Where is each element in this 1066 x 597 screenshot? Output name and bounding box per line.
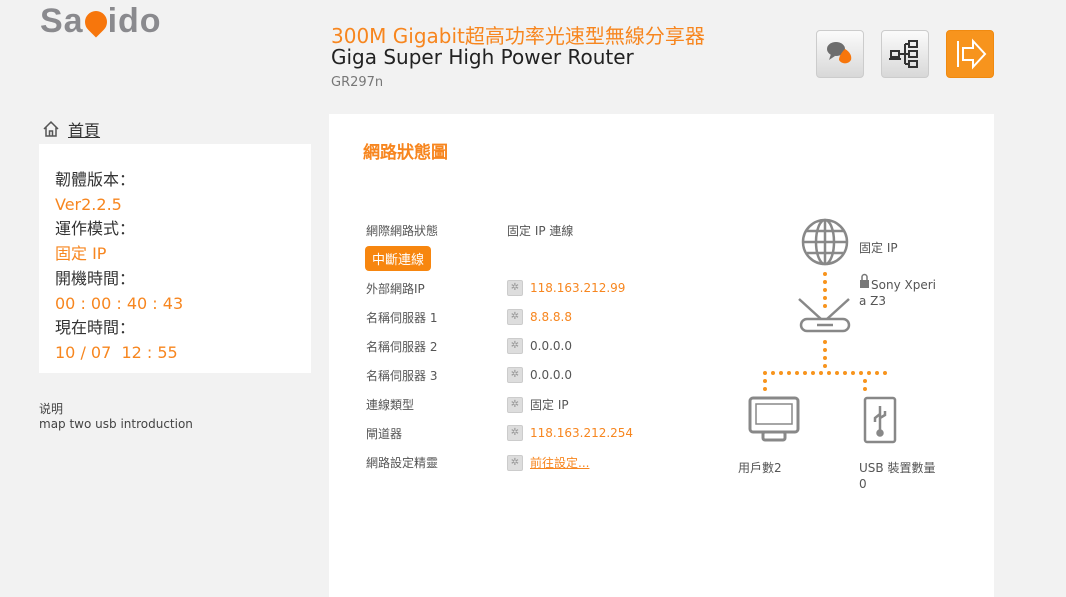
row-value-wrap: ✲ 118.163.212.254 [507,425,633,441]
gear-icon[interactable]: ✲ [507,338,523,354]
ssid-line2: a Z3 [859,294,887,308]
row-label: 網路設定精靈 [366,456,439,470]
gear-icon[interactable]: ✲ [507,367,523,383]
internet-status-label: 網際網路狀態 [366,224,439,238]
globe-icon [801,218,849,266]
current-time-value: 10 / 07 12 : 55 [55,342,178,362]
row-label: 名稱伺服器 2 [366,340,438,354]
logout-button[interactable] [946,30,994,78]
dotted-link [763,272,889,393]
setup-wizard-link[interactable]: 前往設定... [530,456,590,470]
chat-icon [827,42,852,64]
page-title: 網路狀態圖 [363,143,448,163]
network-map-button[interactable] [881,30,929,78]
row-value: 118.163.212.254 [530,426,634,440]
gear-icon[interactable]: ✲ [507,280,523,296]
row-label: 閘道器 [366,427,403,441]
row-label: 外部網路IP [366,282,425,296]
product-title-en: Giga Super High Power Router [331,45,634,69]
help-text: map two usb introduction [39,417,193,431]
gear-icon[interactable]: ✲ [507,425,523,441]
gear-icon[interactable]: ✲ [507,309,523,325]
usb-count-value: 0 [859,477,867,491]
monitor-icon [748,396,800,442]
row-value-wrap: ✲ 8.8.8.8 [507,309,572,325]
help-title: 说明 [39,402,64,416]
system-info-panel: 韌體版本： Ver2.2.5 運作模式： 固定 IP 開機時間： 00 : 00… [39,144,311,373]
row-value-wrap: ✲ 固定 IP [507,396,569,413]
row-value-wrap: ✲ 前往設定... [507,454,589,471]
row-value-wrap: ✲ 118.163.212.99 [507,280,625,296]
chat-button[interactable] [816,30,864,78]
row-label: 名稱伺服器 1 [366,311,438,325]
row-value: 8.8.8.8 [530,310,572,324]
row-label: 連線類型 [366,398,415,412]
router-icon [798,298,851,333]
ssid-line1: Sony Xperi [871,278,936,292]
internet-status-value: 固定 IP 連線 [507,224,574,238]
uptime-label: 開機時間： [55,268,136,288]
disconnect-button[interactable]: 中斷連線 [365,246,432,271]
firmware-label: 韌體版本： [55,170,136,189]
row-value-wrap: ✲ 0.0.0.0 [507,338,572,354]
uptime-value: 00 : 00 : 40 : 43 [55,293,184,313]
client-count: 用戶數2 [738,461,782,475]
row-value: 118.163.212.99 [530,281,626,295]
network-topology-icon [889,40,918,68]
home-icon [43,120,59,137]
product-title-cn: 300M Gigabit超高功率光速型無線分享器 [331,24,705,48]
ssid-label: Sony Xperi [871,277,936,293]
row-label: 名稱伺服器 3 [366,369,438,383]
usb-count: USB 裝置數量 0 [859,460,935,492]
gear-icon[interactable]: ✲ [507,454,523,471]
usb-icon [863,396,897,444]
row-value: 0.0.0.0 [530,368,572,382]
row-value: 0.0.0.0 [530,339,572,353]
row-value-wrap: ✲ 0.0.0.0 [507,367,572,383]
firmware-value: Ver2.2.5 [55,194,122,214]
network-status-panel: 網路狀態圖 網際網路狀態 固定 IP 連線 中斷連線 外部網路IP ✲ 118.1… [329,114,994,597]
network-diagram [748,218,897,444]
logout-arrow-icon [957,38,987,70]
mode-value: 固定 IP [55,244,107,264]
home-link[interactable]: 首頁 [42,117,100,141]
logo-dot [80,6,112,38]
help-note: 说明 map two usb introduction [39,402,193,432]
gear-icon[interactable]: ✲ [507,396,523,413]
lock-icon [860,273,869,288]
row-value: 固定 IP [530,398,569,412]
model-number: GR297n [331,75,384,90]
usb-count-label: USB 裝置數量 [859,461,936,475]
wan-type-label: 固定 IP [859,241,898,255]
home-label: 首頁 [68,121,101,140]
mode-label: 運作模式： [55,219,136,239]
current-time-label: 現在時間： [55,318,136,338]
